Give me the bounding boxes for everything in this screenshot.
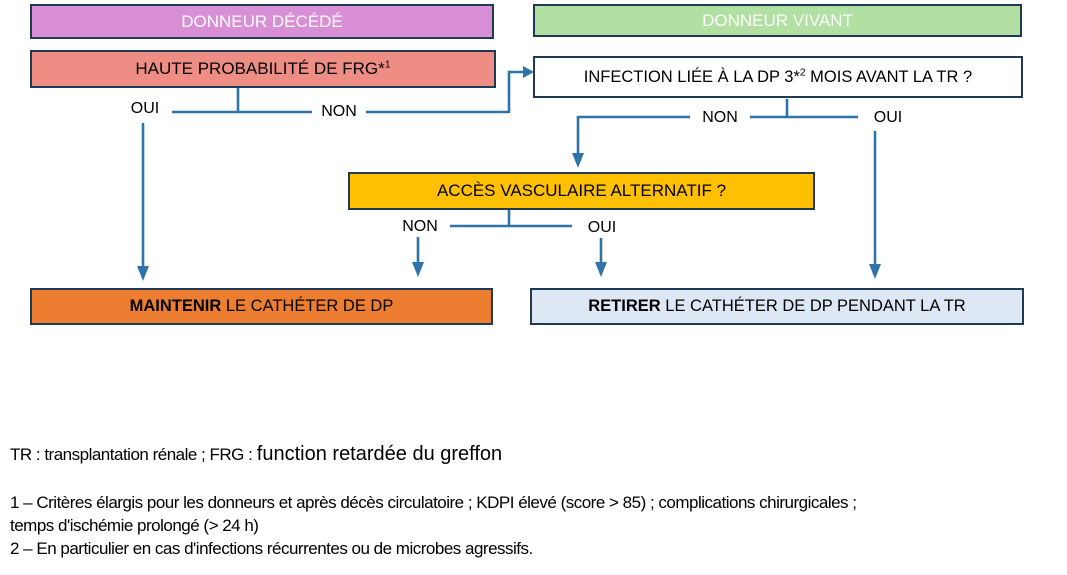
vascular-branch-oui-label: OUI: [572, 219, 632, 237]
remove-catheter-outcome-box: RETIRER LE CATHÉTER DE DP PENDANT LA TR: [530, 288, 1024, 325]
living-donor-header-box: DONNEUR VIVANT: [533, 4, 1022, 37]
remove-catheter-outcome-label: RETIRER LE CATHÉTER DE DP PENDANT LA TR: [588, 297, 966, 315]
vascular-branch-non-label: NON: [390, 218, 450, 236]
abbreviation-legend: TR : transplantation rénale ; FRG : func…: [10, 443, 502, 466]
arrowhead-into-keep-box-right: [412, 262, 424, 277]
footnote-1-line-2: temps d'ischémie prolongé (> 24 h): [10, 516, 259, 535]
arrowhead-into-remove-box-right: [869, 264, 881, 279]
connector-lines: [137, 66, 881, 281]
footnotes-block: 1 – Critères élargis pour les donneurs e…: [10, 491, 857, 560]
infection-branch-oui-label: OUI: [858, 109, 918, 127]
arrowhead-into-remove-box-left: [595, 262, 607, 277]
footnote-2: 2 – En particulier en cas d'infections r…: [10, 539, 533, 558]
arrowhead-into-keep-box-left: [137, 266, 149, 281]
deceased-donor-header-box: DONNEUR DÉCÉDÉ: [30, 4, 494, 39]
arrowhead-into-vascular-box: [572, 153, 584, 168]
living-donor-header-label: DONNEUR VIVANT: [702, 10, 853, 30]
infection-question-label: INFECTION LIÉE À LA DP 3*2 MOIS AVANT LA…: [583, 67, 973, 86]
vascular-access-question-box: ACCÈS VASCULAIRE ALTERNATIF ?: [348, 172, 815, 210]
frg-branch-non-label: NON: [312, 103, 366, 121]
infection-question-box: INFECTION LIÉE À LA DP 3*2 MOIS AVANT LA…: [533, 56, 1023, 98]
footnote-ref-1: 1: [384, 58, 391, 71]
footnote-ref-2: 2: [799, 67, 806, 78]
abbreviation-legend-prefix: TR : transplantation rénale ; FRG :: [10, 445, 253, 464]
keep-catheter-outcome-label: MAINTENIR LE CATHÉTER DE DP: [129, 297, 394, 315]
frg-branch-oui-label: OUI: [118, 100, 172, 118]
vascular-access-question-label: ACCÈS VASCULAIRE ALTERNATIF ?: [436, 181, 727, 200]
deceased-donor-header-label: DONNEUR DÉCÉDÉ: [181, 11, 343, 31]
frg-probability-box: HAUTE PROBABILITÉ DE FRG*1: [30, 50, 496, 88]
infection-branch-non-label: NON: [690, 109, 750, 127]
connector-frg-non-elbow: [507, 70, 523, 113]
arrowhead-into-infection-box: [523, 66, 534, 78]
footnote-1-line-1: 1 – Critères élargis pour les donneurs e…: [10, 493, 857, 512]
frg-probability-label: HAUTE PROBABILITÉ DE FRG*1: [135, 58, 391, 78]
abbreviation-legend-emphasis: function retardée du greffon: [256, 443, 503, 465]
keep-catheter-outcome-box: MAINTENIR LE CATHÉTER DE DP: [30, 288, 493, 325]
